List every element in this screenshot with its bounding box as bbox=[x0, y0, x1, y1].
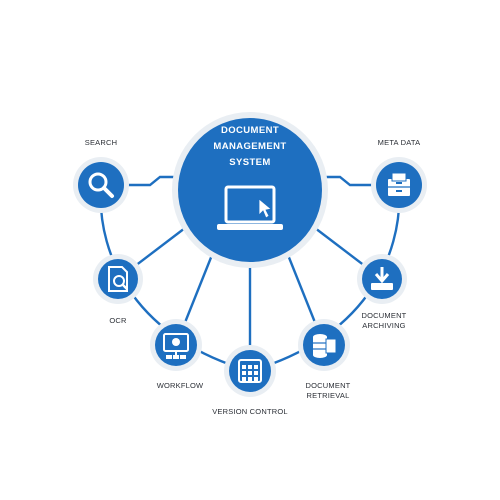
magnifier-icon bbox=[88, 172, 114, 198]
ocr-document-icon bbox=[108, 266, 128, 292]
laptop-cursor-icon bbox=[217, 185, 283, 230]
label-search: SEARCH bbox=[85, 138, 117, 147]
node-circle bbox=[98, 259, 138, 299]
feature-labels: SEARCH OCR WORKFLOW VERSION CONTROL DOCUMENT… bbox=[85, 138, 421, 416]
label-meta-data: META DATA bbox=[378, 138, 421, 147]
hub-title-line-2: MANAGEMENT bbox=[213, 141, 286, 152]
label-ocr: OCR bbox=[109, 316, 127, 325]
label-document-archiving-line-1: DOCUMENT bbox=[362, 311, 407, 320]
hub-node: DOCUMENT MANAGEMENT SYSTEM bbox=[172, 112, 328, 268]
node-circle bbox=[78, 162, 124, 208]
download-box-icon bbox=[371, 267, 393, 290]
label-document-retrieval-line-1: DOCUMENT bbox=[306, 381, 351, 390]
feature-nodes bbox=[73, 157, 427, 397]
label-document-retrieval-line-2: RETRIEVAL bbox=[307, 391, 350, 400]
node-search bbox=[73, 157, 129, 213]
label-document-archiving-line-2: ARCHIVING bbox=[362, 321, 405, 330]
label-version-control: VERSION CONTROL bbox=[212, 407, 288, 416]
database-document-icon bbox=[313, 334, 337, 358]
node-version-control bbox=[224, 345, 276, 397]
node-workflow bbox=[150, 319, 202, 371]
file-cabinet-icon bbox=[388, 172, 410, 196]
node-document-archiving bbox=[357, 254, 407, 304]
hub-circle bbox=[178, 118, 322, 262]
label-workflow: WORKFLOW bbox=[157, 381, 204, 390]
hub-title-line-3: SYSTEM bbox=[229, 157, 270, 168]
node-meta-data bbox=[371, 157, 427, 213]
node-document-retrieval bbox=[298, 319, 350, 371]
hub-title-line-1: DOCUMENT bbox=[221, 125, 279, 136]
node-ocr bbox=[93, 254, 143, 304]
workflow-icon bbox=[163, 333, 189, 359]
calendar-grid-icon bbox=[238, 359, 262, 383]
